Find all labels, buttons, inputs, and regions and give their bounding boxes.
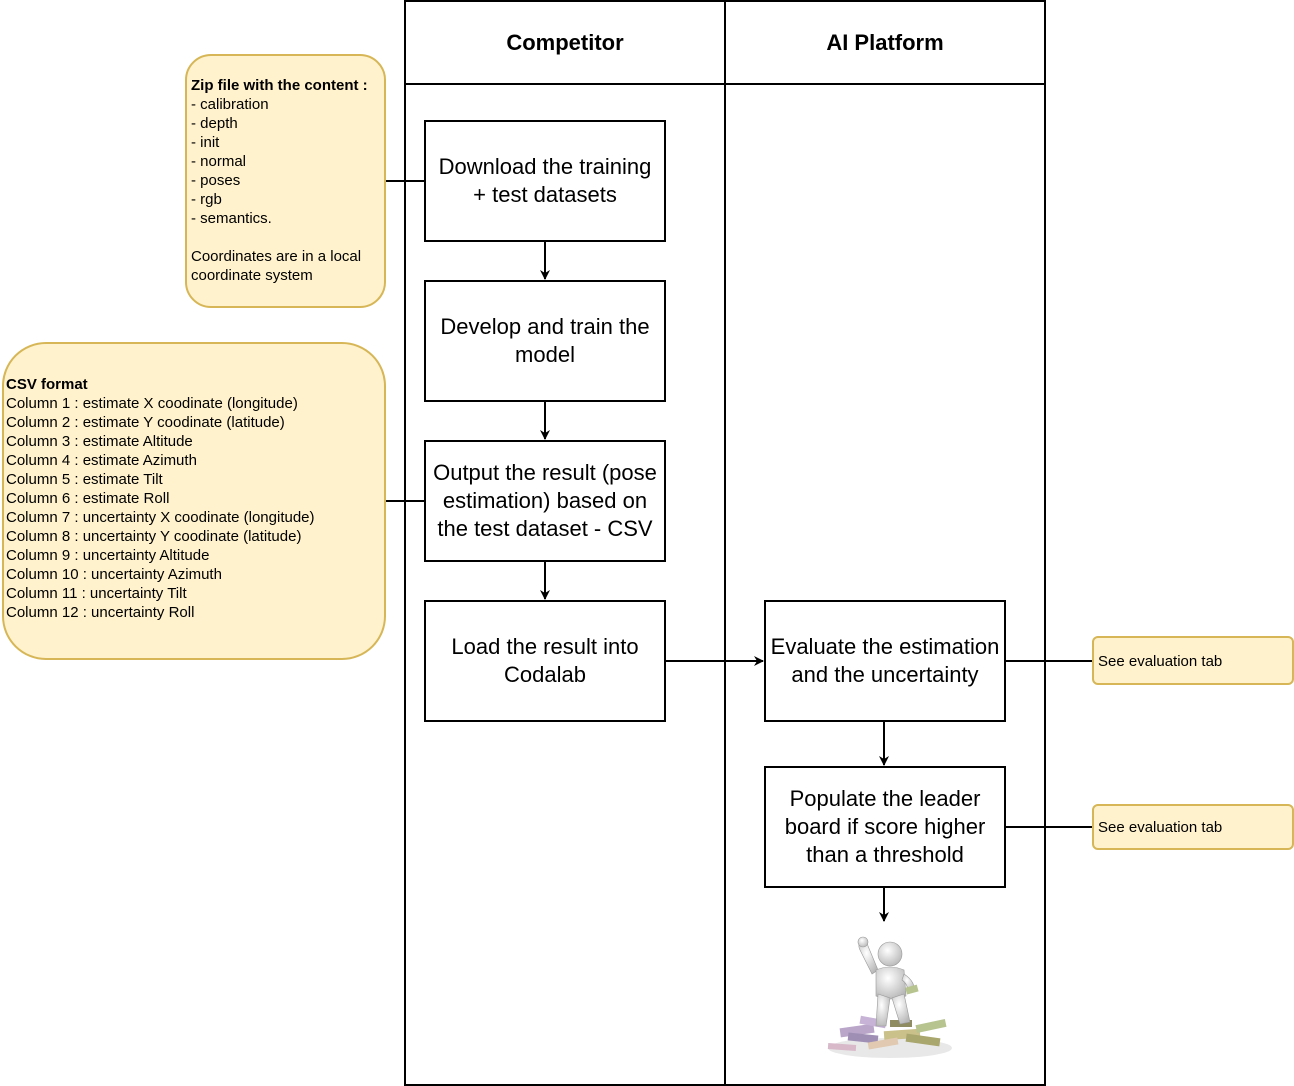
note-csv-item: Column 1 : estimate X coodinate (longitu… <box>6 395 298 412</box>
note-see-evaluation-1: See evaluation tab <box>1092 636 1294 685</box>
note-zip-footer: Coordinates are in a local coordinate sy… <box>191 248 362 284</box>
note-csv-item: Column 5 : estimate Tilt <box>6 471 163 488</box>
note-csv-item: Column 3 : estimate Altitude <box>6 433 193 450</box>
note-zip-item: - init <box>191 134 220 151</box>
note-csv-item: Column 8 : uncertainty Y coodinate (lati… <box>6 528 302 545</box>
note-zip-item: - normal <box>191 153 247 170</box>
note-zip-item: - depth <box>191 115 238 132</box>
figure <box>857 936 915 1027</box>
lane-competitor-header: Competitor <box>406 2 724 85</box>
note-csv-item: Column 9 : uncertainty Altitude <box>6 547 210 564</box>
note-csv-item: Column 11 : uncertainty Tilt <box>6 585 187 602</box>
step-download: Download the training + test datasets <box>424 120 666 242</box>
note-csv-item: Column 7 : uncertainty X coodinate (long… <box>6 509 315 526</box>
lane-ai-platform-header: AI Platform <box>726 2 1044 85</box>
step-develop: Develop and train the model <box>424 280 666 402</box>
note-csv-item: Column 6 : estimate Roll <box>6 490 170 507</box>
note-zip-item: - calibration <box>191 96 269 113</box>
note-zip-item: - semantics. <box>191 210 272 227</box>
money-pile <box>827 1015 952 1058</box>
step-load: Load the result into Codalab <box>424 600 666 722</box>
note-csv-title: CSV format <box>6 376 88 393</box>
note-zip-item: - poses <box>191 172 241 189</box>
note-csv-format: CSV format Column 1 : estimate X coodina… <box>2 342 386 660</box>
note-csv-item: Column 2 : estimate Y coodinate (latitud… <box>6 414 285 431</box>
note-csv-item: Column 10 : uncertainty Azimuth <box>6 566 222 583</box>
note-zip-title: Zip file with the content : <box>191 77 368 94</box>
winner-figure-on-money-icon <box>827 936 952 1058</box>
note-zip-content: Zip file with the content : - calibratio… <box>185 54 386 308</box>
step-evaluate: Evaluate the estimation and the uncertai… <box>764 600 1006 722</box>
note-zip-item: - rgb <box>191 191 222 208</box>
note-csv-item: Column 12 : uncertainty Roll <box>6 604 195 621</box>
note-see-evaluation-2: See evaluation tab <box>1092 804 1294 850</box>
step-output: Output the result (pose estimation) base… <box>424 440 666 562</box>
step-populate: Populate the leader board if score highe… <box>764 766 1006 888</box>
note-csv-item: Column 4 : estimate Azimuth <box>6 452 197 469</box>
